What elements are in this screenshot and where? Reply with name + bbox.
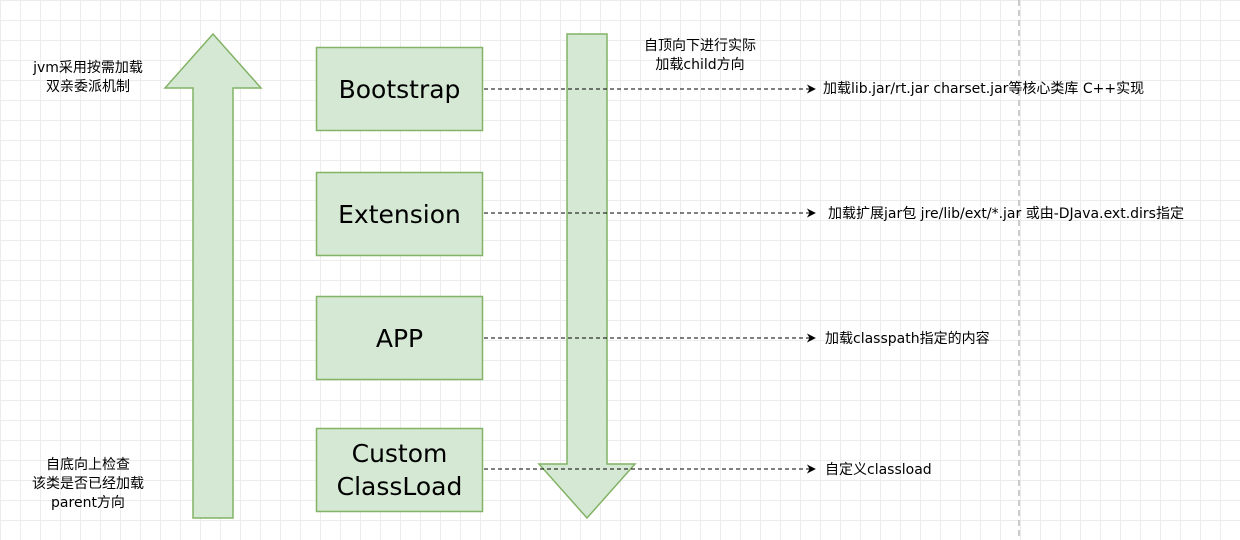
note-top-right: 自顶向下进行实际 加载child方向 — [612, 37, 788, 75]
upward-arrow — [163, 32, 263, 519]
loader-label-line: APP — [375, 323, 424, 353]
loader-label-line: ClassLoad — [336, 472, 463, 501]
note-top-left: jvm采用按需加载 双亲委派机制 — [10, 59, 166, 97]
note-line: 双亲委派机制 — [46, 79, 130, 95]
downward-arrow — [537, 33, 637, 520]
loader-description-extension: 加载扩展jar包 jre/lib/ext/*.jar 或由-DJava.ext.… — [828, 206, 1184, 222]
loader-description-bootstrap: 加载lib.jar/rt.jar charset.jar等核心类库 C++实现 — [823, 81, 1145, 97]
loader-description-app: 加载classpath指定的内容 — [825, 331, 990, 347]
loader-label-extension: Extension — [316, 172, 483, 256]
loader-label-line: Custom — [351, 439, 448, 468]
loader-box-bootstrap — [315, 46, 484, 132]
note-line: 自顶向下进行实际 — [644, 38, 756, 54]
loader-label-bootstrap: Bootstrap — [316, 47, 483, 131]
note-line: 该类是否已经加载 — [32, 476, 144, 492]
loader-label-line: Bootstrap — [338, 74, 461, 104]
loader-label-custom: Custom ClassLoad — [316, 428, 483, 512]
note-line: jvm采用按需加载 — [33, 60, 143, 76]
note-bottom-left: 自底向上检查 该类是否已经加载 parent方向 — [10, 456, 166, 513]
note-line: 加载child方向 — [655, 57, 745, 73]
loader-label-app: APP — [316, 296, 483, 380]
note-line: 自底向上检查 — [46, 457, 130, 473]
loader-box-custom — [315, 427, 484, 513]
note-line: parent方向 — [51, 495, 125, 511]
loader-box-app — [315, 295, 484, 381]
loader-box-extension — [315, 171, 484, 257]
loader-description-custom: 自定义classload — [825, 462, 932, 478]
loader-label-line: Extension — [338, 199, 461, 229]
